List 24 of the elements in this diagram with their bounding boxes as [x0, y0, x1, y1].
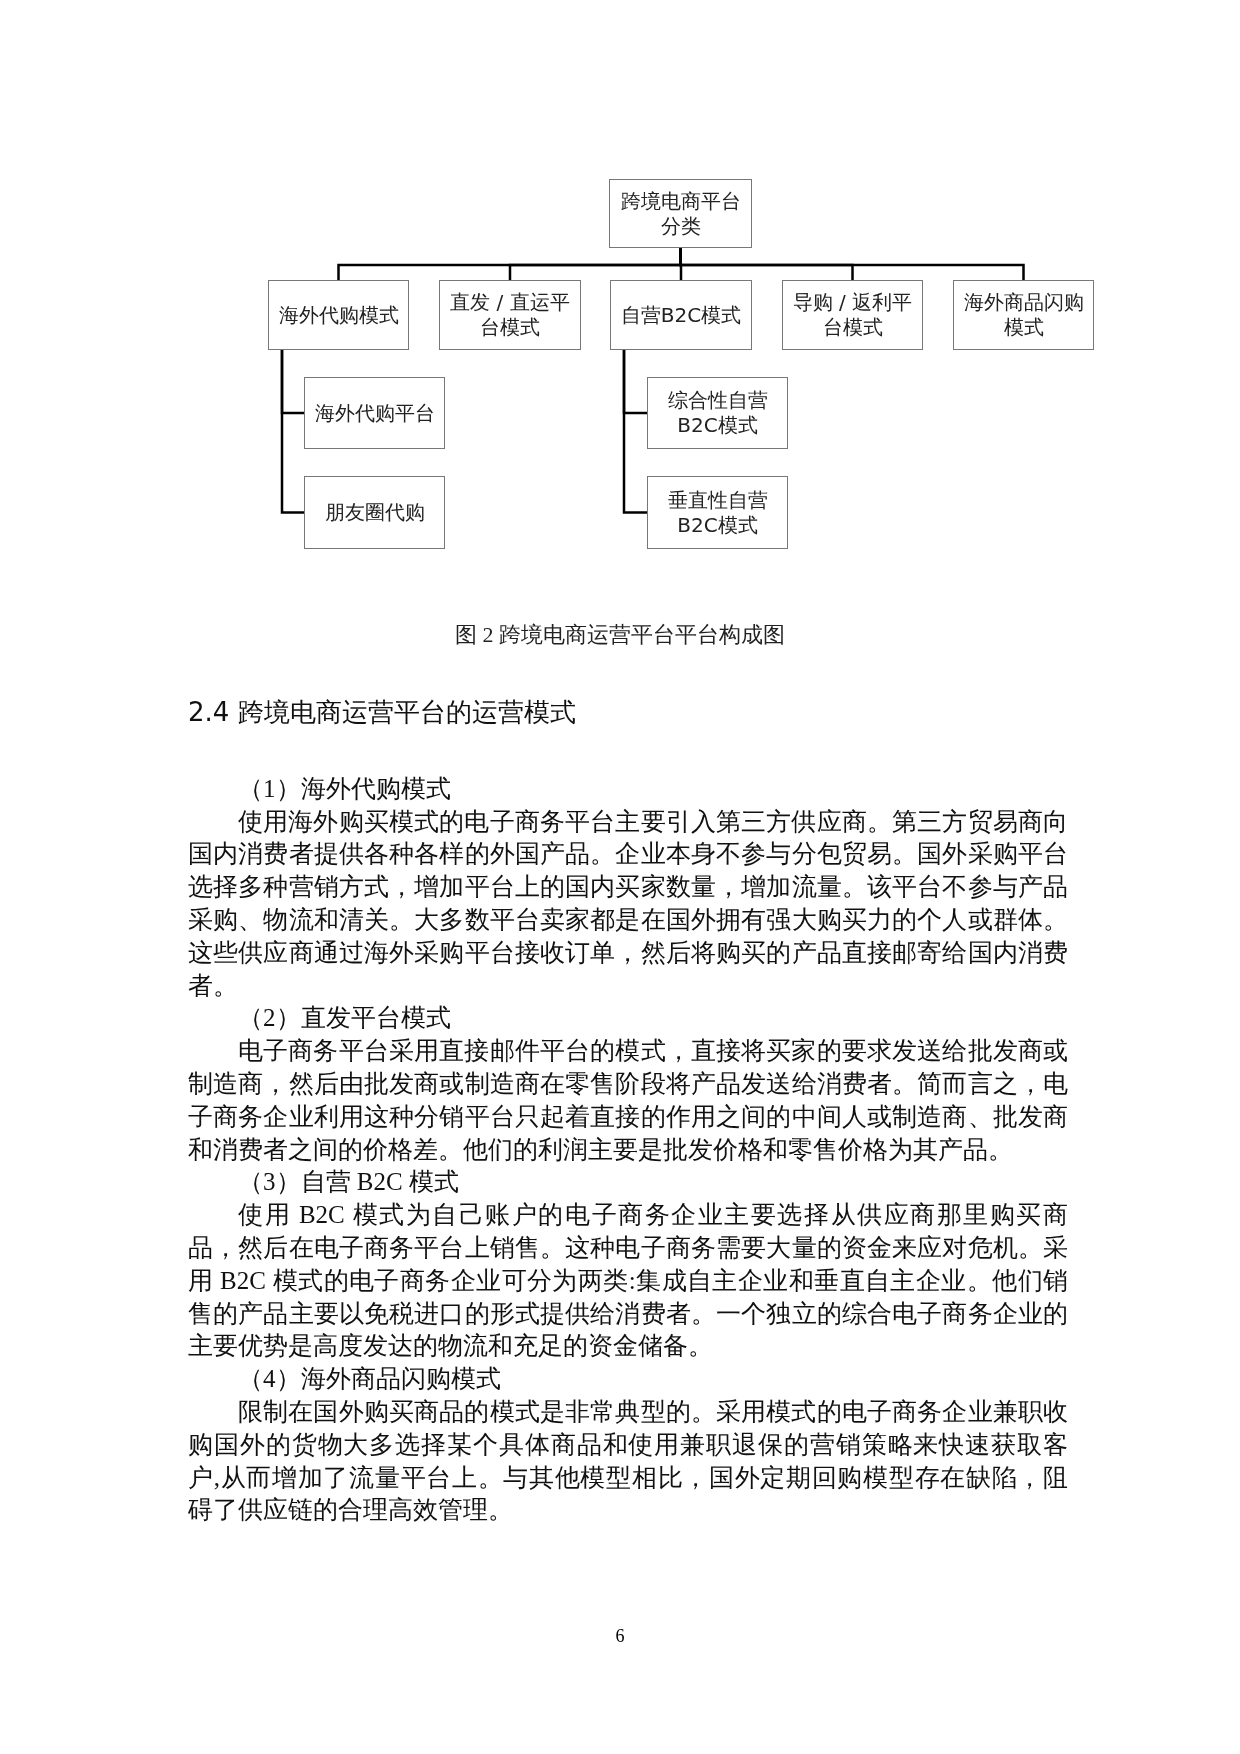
- category-box: 导购 / 返利平台模式: [782, 280, 923, 350]
- connector-line: [622, 350, 647, 514]
- category-box: 海外代购平台: [304, 377, 445, 449]
- connector-line: [280, 350, 304, 514]
- subsection-heading: （4）海外商品闪购模式: [237, 1364, 502, 1395]
- figure-caption: 图 2 跨境电商运营平台平台构成图: [454, 621, 786, 649]
- category-box: 综合性自营B2C模式: [647, 377, 788, 449]
- category-box: 垂直性自营B2C模式: [647, 476, 788, 549]
- section-heading: 2.4 跨境电商运营平台的运营模式: [188, 696, 577, 729]
- category-box: 海外商品闪购模式: [953, 280, 1094, 350]
- subsection-heading: （1）海外代购模式: [237, 773, 452, 804]
- body-paragraph: 使用海外购买模式的电子商务平台主要引入第三方供应商。第三方贸易商向国内消费者提供各种各样的外国产品。企业本身不参与分包贸易。国外采购平台选择多种营销方式，增加平台上的国内买家数量，增加流量。该平台不参与产品采购、物流和清关。大多数平台卖家都是在国外拥有强大购买力的个人或群体。这些供应商通过海外采购平台接收订单，然后将购买的产品直接邮寄给国内消费者。: [188, 806, 1068, 1001]
- category-box: 直发 / 直运平台模式: [439, 280, 581, 350]
- body-paragraph: 电子商务平台采用直接邮件平台的模式，直接将买家的要求发送给批发商或制造商，然后由批发商或制造商在零售阶段将产品发送给消费者。简而言之，电子商务企业利用这种分销平台只起着直接的作用之间的中间人或制造商、批发商和消费者之间的价格差。他们的利润主要是批发价格和零售价格为其产品。: [188, 1036, 1068, 1165]
- category-box: 海外代购模式: [268, 280, 409, 350]
- body-paragraph: 限制在国外购买商品的模式是非常典型的。采用模式的电子商务企业兼职收购国外的货物大多选择某个具体商品和使用兼职退保的营销策略来快速获取客户,从而增加了流量平台上。与其他模型相比，国外定期回购模型存在缺陷，阻碍了供应链的合理高效管理。: [188, 1396, 1068, 1526]
- category-box: 朋友圈代购: [304, 476, 445, 549]
- page-number: 6: [614, 1626, 626, 1647]
- body-paragraph: 使用 B2C 模式为自己账户的电子商务企业主要选择从供应商那里购买商品，然后在电子商务平台上销售。这种电子商务需要大量的资金来应对危机。采用 B2C 模式的电子商务企业可分为两类:集成自主企业和垂直自主企业。他们销售的产品主要以免税进口的形式提供给消费者。一个独立的综合电子商务企业的主要优势是高度发达的物流和充足的资金储备。: [188, 1200, 1068, 1362]
- connector-line: [679, 248, 1025, 280]
- category-box: 跨境电商平台分类: [609, 179, 752, 248]
- subsection-heading: （2）直发平台模式: [237, 1003, 452, 1034]
- subsection-heading: （3）自营 B2C 模式: [237, 1167, 460, 1198]
- category-box: 自营B2C模式: [610, 280, 752, 350]
